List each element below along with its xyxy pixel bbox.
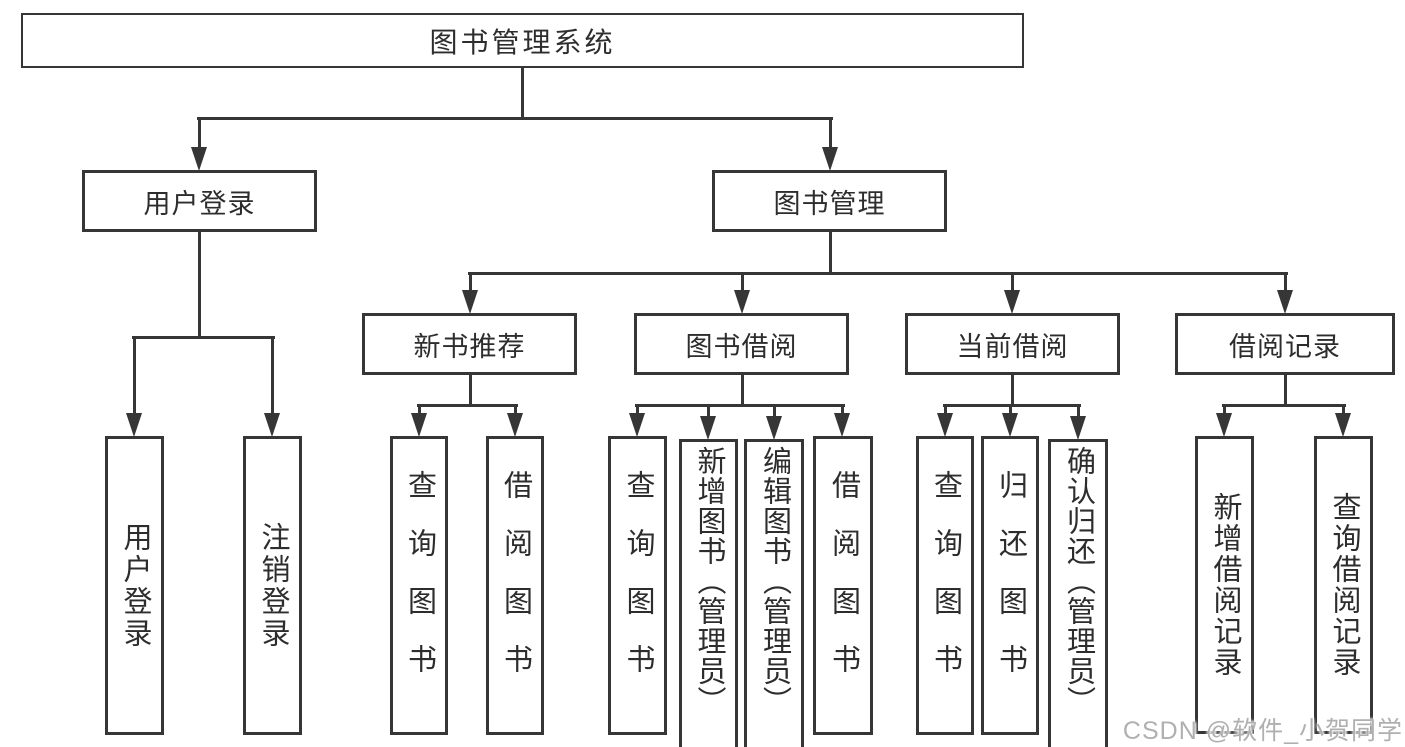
- node-bb-query-books: 查询图书: [608, 436, 667, 735]
- connector-line: [634, 403, 845, 407]
- connector-line: [828, 232, 832, 274]
- connector-line: [197, 118, 201, 150]
- arrowhead-down-icon: [126, 413, 142, 437]
- connector-line: [196, 116, 833, 120]
- connector-line: [132, 337, 136, 416]
- connector-line: [416, 403, 518, 407]
- node-cb-confirm-return-admin: 确认归还（管理员）: [1048, 439, 1108, 747]
- connector-line: [635, 405, 639, 416]
- node-root: 图书管理系统: [21, 13, 1024, 68]
- node-label: 归还图书: [994, 469, 1027, 702]
- connector-line: [840, 405, 844, 416]
- connector-line: [468, 273, 472, 292]
- node-label: 查询借阅记录: [1328, 492, 1360, 678]
- connector-line: [706, 405, 710, 418]
- connector-line: [513, 405, 517, 416]
- connector-line: [828, 118, 832, 150]
- connector-line: [520, 66, 524, 120]
- node-book-management: 图书管理: [712, 170, 947, 232]
- node-label: 查询图书: [403, 469, 436, 702]
- arrowhead-down-icon: [629, 413, 645, 437]
- node-label: 查询图书: [622, 469, 654, 702]
- arrowhead-down-icon: [264, 413, 280, 437]
- node-label: 借阅记录: [1229, 331, 1341, 362]
- connector-line: [1283, 375, 1287, 406]
- node-current-borrowing: 当前借阅: [905, 313, 1120, 375]
- node-label: 当前借阅: [956, 331, 1069, 362]
- node-bb-add-books-admin: 新增图书（管理员）: [679, 439, 738, 747]
- arrowhead-down-icon: [1277, 290, 1293, 314]
- node-rec-query-books: 查询图书: [390, 436, 448, 735]
- node-user-login: 用户登录: [82, 170, 317, 232]
- arrowhead-down-icon: [1004, 290, 1020, 314]
- node-label: 注销登录: [257, 521, 289, 650]
- node-label: 借阅图书: [827, 469, 860, 702]
- arrowhead-down-icon: [1216, 413, 1232, 437]
- node-label: 新增图书（管理员）: [693, 446, 725, 716]
- arrowhead-down-icon: [734, 290, 750, 314]
- node-bb-edit-books-admin: 编辑图书（管理员）: [744, 439, 804, 747]
- node-label: 编辑图书（管理员）: [758, 446, 791, 716]
- node-label: 查询图书: [929, 469, 962, 702]
- arrowhead-down-icon: [1070, 416, 1086, 440]
- connector-line: [468, 375, 472, 406]
- arrowhead-down-icon: [834, 413, 850, 437]
- connector-line: [1010, 273, 1014, 292]
- node-label: 图书借阅: [685, 331, 798, 362]
- node-label: 图书管理系统: [429, 26, 616, 58]
- connector-line: [1283, 273, 1287, 292]
- node-label: 新增借阅记录: [1209, 492, 1241, 678]
- connector-line: [1222, 405, 1226, 416]
- connector-line: [772, 405, 776, 418]
- node-label: 用户登录: [119, 521, 151, 650]
- arrowhead-down-icon: [462, 290, 478, 314]
- node-br-query-borrow-record: 查询借阅记录: [1314, 436, 1373, 734]
- node-book-borrowing: 图书借阅: [634, 313, 849, 375]
- connector-line: [942, 403, 1081, 407]
- connector-line: [740, 273, 744, 292]
- arrowhead-down-icon: [766, 416, 782, 440]
- arrowhead-down-icon: [1335, 413, 1351, 437]
- arrowhead-down-icon: [507, 413, 523, 437]
- connector-line: [1076, 405, 1080, 418]
- node-br-add-borrow-record: 新增借阅记录: [1195, 436, 1254, 734]
- watermark-text: CSDN @软件_小贺同学: [1122, 717, 1403, 745]
- node-cb-return-books: 归还图书: [981, 436, 1039, 735]
- connector-line: [1010, 375, 1014, 406]
- connector-line: [131, 335, 275, 339]
- connector-line: [1221, 403, 1346, 407]
- connector-line: [270, 337, 274, 416]
- node-label: 新书推荐: [413, 331, 526, 362]
- connector-line: [1008, 405, 1012, 416]
- connector-line: [197, 232, 201, 338]
- node-leaf-logout: 注销登录: [243, 436, 302, 735]
- node-label: 图书管理: [773, 188, 886, 219]
- node-new-book-recommend: 新书推荐: [362, 313, 577, 375]
- node-leaf-user-login: 用户登录: [105, 436, 164, 735]
- node-borrowing-records: 借阅记录: [1175, 313, 1395, 375]
- node-label: 借阅图书: [499, 469, 532, 702]
- connector-line: [1341, 405, 1345, 416]
- arrowhead-down-icon: [700, 416, 716, 440]
- connector-line: [417, 405, 421, 416]
- node-cb-query-books: 查询图书: [916, 436, 974, 735]
- connector-line: [467, 271, 1288, 275]
- connector-line: [943, 405, 947, 416]
- node-rec-borrow-books: 借阅图书: [486, 436, 544, 735]
- connector-line: [740, 375, 744, 406]
- arrowhead-down-icon: [191, 147, 207, 171]
- arrowhead-down-icon: [822, 147, 838, 171]
- node-label: 确认归还（管理员）: [1062, 446, 1095, 716]
- arrowhead-down-icon: [1002, 413, 1018, 437]
- arrowhead-down-icon: [411, 413, 427, 437]
- node-label: 用户登录: [143, 188, 256, 219]
- arrowhead-down-icon: [937, 413, 953, 437]
- node-bb-borrow-books: 借阅图书: [813, 436, 873, 735]
